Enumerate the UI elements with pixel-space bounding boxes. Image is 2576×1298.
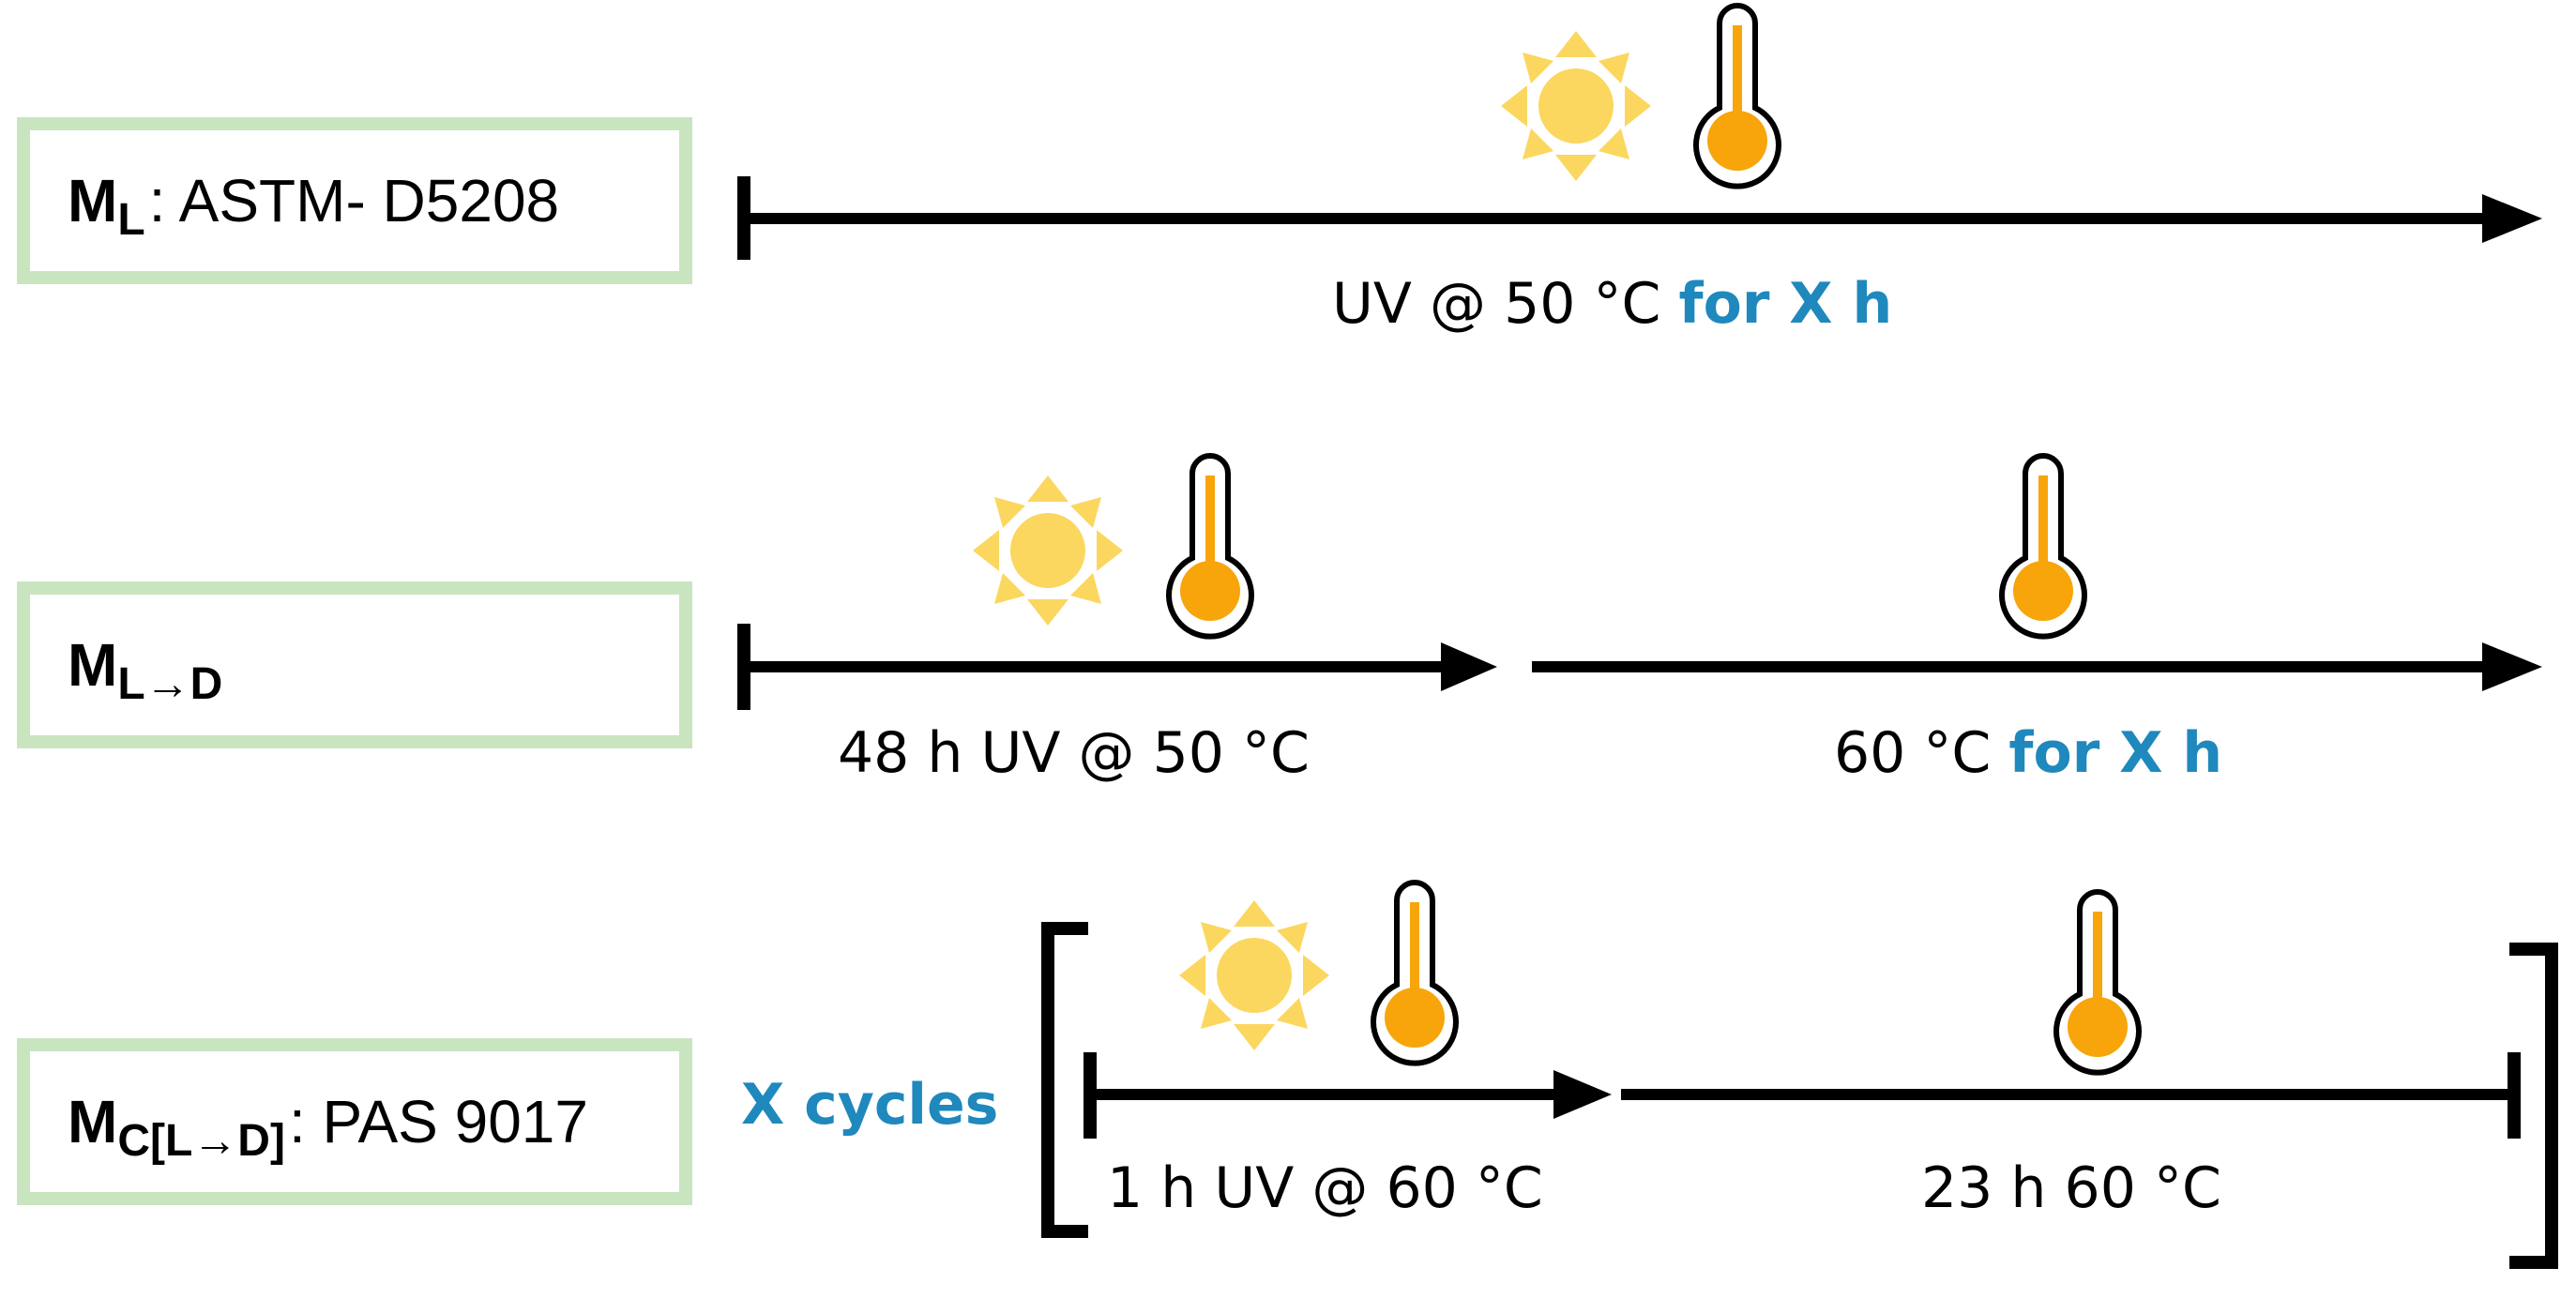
cycle-close-bracket: [2509, 943, 2558, 1269]
segment-label-accent: for X h: [2008, 720, 2223, 786]
row-1-arrowhead: [2482, 194, 2542, 243]
row-2-arrowhead-2: [2482, 642, 2542, 691]
segment-label-accent: for X h: [1678, 271, 1893, 337]
method-symbol: M: [68, 1088, 118, 1155]
method-symbol: M: [68, 167, 118, 234]
row-3-segment-1-label: 1 h UV @ 60 °C: [1107, 1160, 1543, 1216]
row-2-segment-2-label: 60 °C for X h: [1834, 725, 2222, 781]
method-subscript: L→D: [117, 658, 223, 709]
method-description: : ASTM- D5208: [148, 167, 560, 234]
row-2-segment-1-label: 48 h UV @ 50 °C: [838, 725, 1310, 781]
method-subscript: L: [117, 194, 145, 245]
segment-label-text: 23 h 60 °C: [1921, 1155, 2221, 1221]
row-3-timeline: [1041, 883, 2558, 1269]
row-1-segment-label: UV @ 50 °C for X h: [1332, 276, 1892, 332]
segment-label-text: UV @ 50 °C: [1332, 271, 1679, 337]
row-1-timeline: [737, 6, 2542, 260]
row-2-arrowhead-1: [1441, 642, 1497, 691]
repeat-count-label: X cycles: [741, 1072, 999, 1138]
row-3-segment-2-label: 23 h 60 °C: [1921, 1160, 2221, 1216]
row-3-arrowhead-1: [1553, 1070, 1612, 1119]
segment-label-text: 60 °C: [1834, 720, 2009, 786]
segment-label-text: 1 h UV @ 60 °C: [1107, 1155, 1543, 1221]
method-subscript: C[L→D]: [117, 1115, 285, 1166]
cycle-open-bracket: [1041, 922, 1088, 1238]
method-description: : PAS 9017: [288, 1088, 588, 1155]
method-symbol: M: [68, 631, 118, 699]
segment-label-text: 48 h UV @ 50 °C: [838, 720, 1310, 786]
row-2-timeline: [737, 456, 2542, 710]
